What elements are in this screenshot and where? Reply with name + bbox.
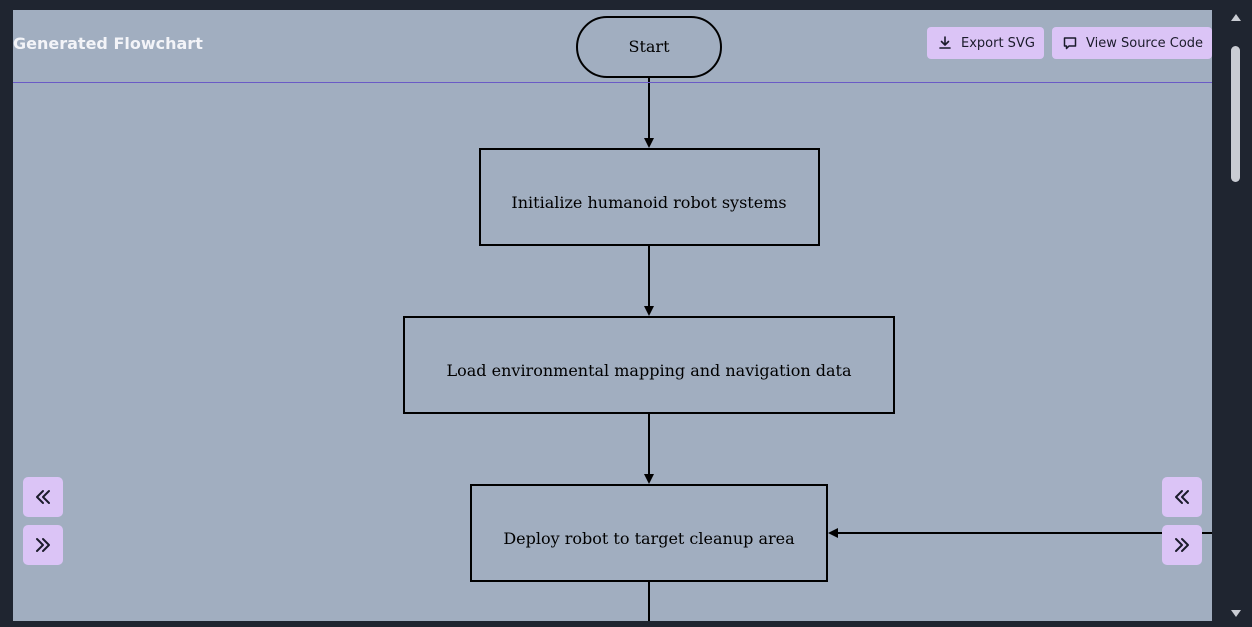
scroll-up-arrow-icon[interactable] [1231, 14, 1241, 21]
window-top-bar [0, 0, 1252, 10]
right-collapse-button[interactable] [1162, 477, 1202, 517]
page-title: Generated Flowchart [13, 34, 203, 53]
export-svg-button[interactable]: Export SVG [927, 27, 1044, 59]
node-initialize[interactable]: Initialize humanoid robot systems [479, 148, 820, 246]
node-deploy-label: Deploy robot to target cleanup area [503, 529, 795, 548]
flowchart-canvas[interactable]: Start Initialize humanoid robot systems … [13, 10, 1212, 621]
node-initialize-label: Initialize humanoid robot systems [511, 193, 786, 212]
chevrons-left-icon [1175, 490, 1189, 504]
node-deploy[interactable]: Deploy robot to target cleanup area [470, 484, 828, 582]
node-load-mapping[interactable]: Load environmental mapping and navigatio… [403, 316, 895, 414]
download-icon [937, 35, 953, 51]
window-bottom-edge [0, 621, 1252, 627]
left-collapse-button[interactable] [23, 477, 63, 517]
node-load-mapping-label: Load environmental mapping and navigatio… [447, 361, 852, 380]
header-divider [13, 82, 1212, 83]
node-start-label: Start [628, 37, 670, 56]
right-expand-button[interactable] [1162, 525, 1202, 565]
vertical-scrollbar[interactable] [1227, 10, 1246, 621]
left-expand-button[interactable] [23, 525, 63, 565]
scrollbar-thumb[interactable] [1231, 46, 1240, 182]
view-source-label: View Source Code [1086, 35, 1204, 51]
export-svg-label: Export SVG [961, 35, 1035, 51]
window-left-edge [0, 10, 13, 621]
message-square-icon [1062, 35, 1078, 51]
chevrons-right-icon [1175, 538, 1189, 552]
view-source-button[interactable]: View Source Code [1052, 27, 1212, 59]
chevrons-right-icon [36, 538, 50, 552]
node-start[interactable]: Start [576, 16, 722, 78]
flowchart-diagram: Start Initialize humanoid robot systems … [403, 16, 1212, 621]
scroll-down-arrow-icon[interactable] [1231, 610, 1241, 617]
chevrons-left-icon [36, 490, 50, 504]
